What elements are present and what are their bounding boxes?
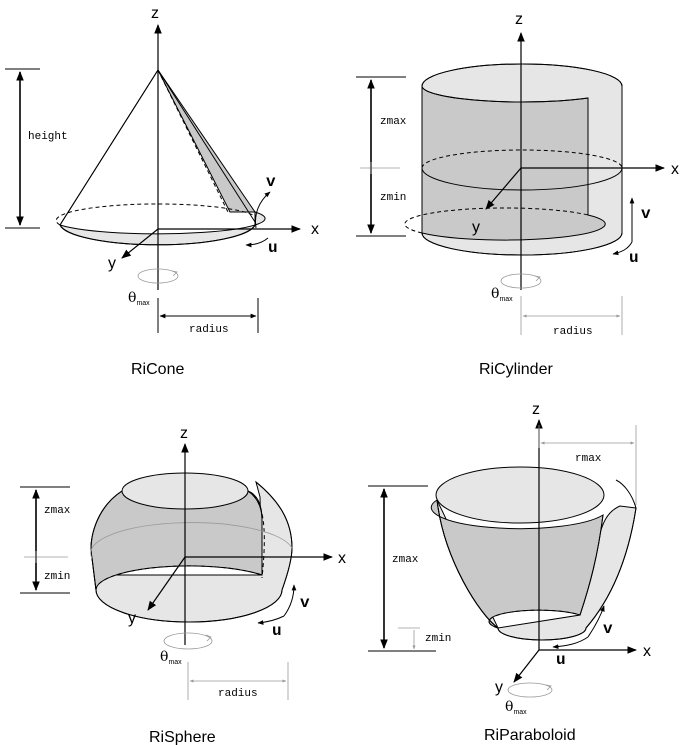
cone-base-cap bbox=[59, 211, 266, 246]
cylinder-theta-label: θmax bbox=[491, 286, 513, 303]
sphere-equator bbox=[90, 522, 293, 559]
cylinder-zmax-label: zmax bbox=[380, 116, 407, 128]
cone-x-label: x bbox=[311, 221, 319, 238]
sphere-x-label: x bbox=[338, 550, 346, 567]
paraboloid-theta-label: θmax bbox=[505, 699, 527, 716]
cylinder-z-label: z bbox=[515, 11, 523, 28]
cylinder-mid-back bbox=[421, 149, 623, 169]
paraboloid-rmax-label: rmax bbox=[575, 453, 602, 465]
cylinder-mid-front bbox=[421, 167, 623, 191]
cone-radius-label: radius bbox=[189, 324, 229, 336]
sphere-zmin-label: zmin bbox=[44, 571, 70, 583]
cone-u-arrow bbox=[245, 237, 269, 248]
cylinder-y-label: y bbox=[472, 219, 480, 236]
paraboloid-panel: z x y v u θmax zmax zmin rmax RiParabolo… bbox=[368, 401, 651, 744]
cylinder-theta-ellipse bbox=[500, 273, 542, 289]
paraboloid-y-label: y bbox=[495, 679, 503, 696]
cone-title: RiCone bbox=[131, 361, 184, 378]
cone-theta-ellipse bbox=[137, 268, 179, 284]
cylinder-x-label: x bbox=[671, 161, 679, 178]
paraboloid-theta-ellipse bbox=[507, 682, 553, 698]
sphere-y-label: y bbox=[128, 610, 136, 627]
sphere-v-arrow bbox=[283, 584, 297, 617]
cylinder-inner-surface bbox=[421, 85, 606, 241]
sphere-zmax-label: zmax bbox=[44, 505, 71, 517]
sphere-u-arrow bbox=[257, 615, 285, 625]
cone-base-back bbox=[55, 203, 256, 226]
sphere-radius-label: radius bbox=[218, 688, 258, 700]
cylinder-v-label: v bbox=[641, 205, 651, 223]
cone-v-label: v bbox=[266, 173, 276, 191]
sphere-title: RiSphere bbox=[149, 729, 216, 745]
paraboloid-v-label: v bbox=[603, 620, 613, 638]
paraboloid-y-axis bbox=[513, 649, 540, 683]
cylinder-u-arrow bbox=[612, 241, 633, 256]
sphere-u-label: u bbox=[272, 622, 282, 640]
paraboloid-u-label: u bbox=[556, 651, 566, 669]
paraboloid-title: RiParaboloid bbox=[484, 727, 576, 744]
sphere-z-label: z bbox=[180, 425, 188, 442]
cylinder-y-axis bbox=[485, 167, 522, 210]
paraboloid-u-arrow bbox=[552, 636, 589, 649]
cylinder-u-label: u bbox=[629, 249, 639, 267]
cone-theta-label: θmax bbox=[128, 290, 150, 307]
cylinder-zmin-label: zmin bbox=[380, 192, 406, 204]
cone-y-label: y bbox=[108, 255, 116, 272]
cone-v-arrow bbox=[255, 191, 271, 229]
sphere-panel: z x y v u θmax zmax zmin radius RiSphere bbox=[20, 425, 346, 745]
cone-cut-edge bbox=[157, 69, 229, 213]
cylinder-title: RiCylinder bbox=[479, 361, 553, 378]
cone-u-label: u bbox=[268, 239, 278, 257]
paraboloid-v-arrow bbox=[587, 605, 605, 638]
paraboloid-rim bbox=[435, 466, 605, 524]
paraboloid-z-label: z bbox=[532, 401, 540, 418]
paraboloid-zmin-label: zmin bbox=[425, 633, 451, 645]
cylinder-radius-label: radius bbox=[553, 326, 593, 338]
sphere-theta-ellipse bbox=[163, 632, 213, 650]
sphere-y-axis bbox=[147, 556, 186, 611]
paraboloid-x-label: x bbox=[643, 643, 651, 660]
cone-z-label: z bbox=[151, 5, 159, 22]
paraboloid-zmax-label: zmax bbox=[392, 554, 419, 566]
cylinder-panel: z x y v u θmax zmax zmin radius RiCylind… bbox=[356, 11, 679, 378]
sphere-v-label: v bbox=[300, 594, 310, 612]
cone-y-axis bbox=[121, 228, 159, 259]
sphere-theta-label: θmax bbox=[160, 649, 182, 666]
cone-height-label: height bbox=[28, 131, 68, 143]
cone-panel: z x y v u θmax height radius RiCone bbox=[5, 5, 319, 378]
